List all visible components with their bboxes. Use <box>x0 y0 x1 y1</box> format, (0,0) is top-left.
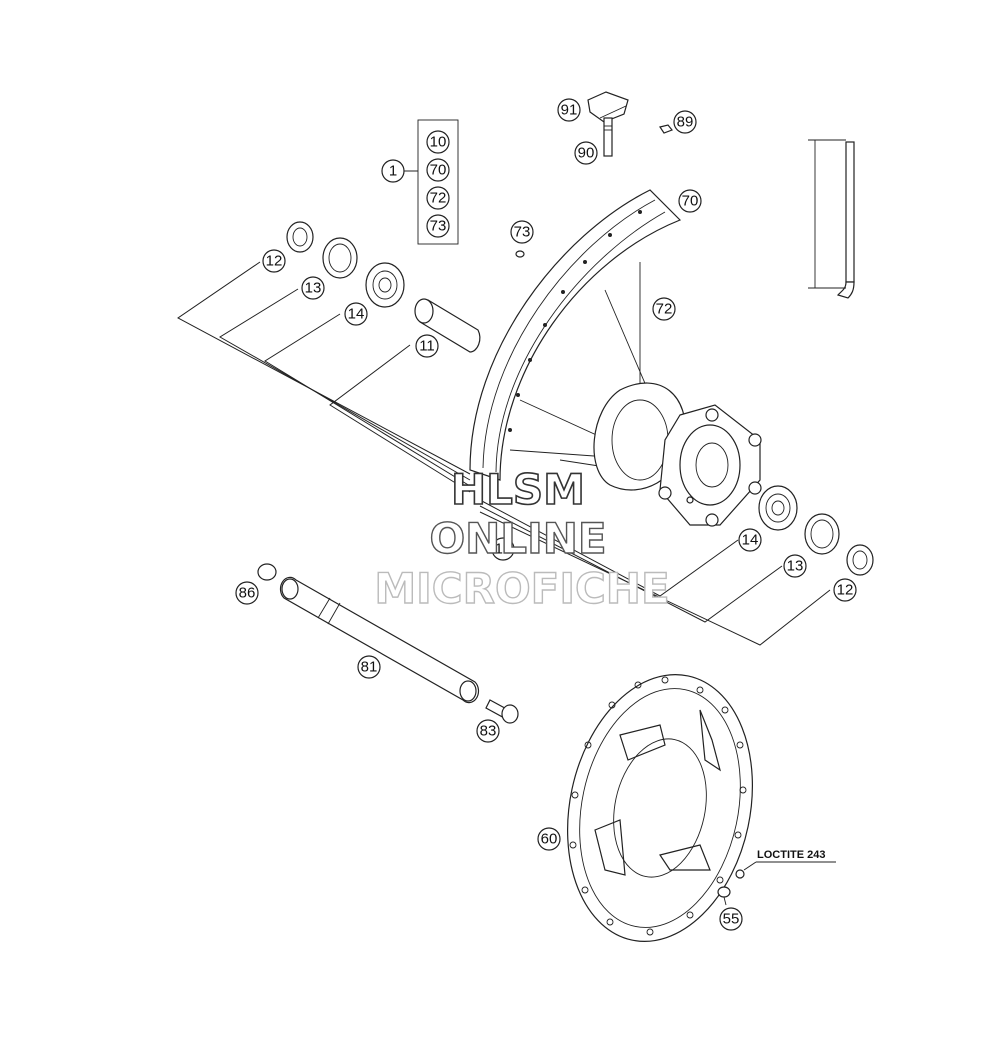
right-seal-ring <box>804 513 840 555</box>
loctite-note: LOCTITE 243 <box>757 849 825 861</box>
valve-cap <box>587 91 629 123</box>
callout-70: 70 <box>678 189 702 213</box>
watermark-line1: HLSM <box>451 465 585 514</box>
callout-13-left: 13 <box>301 276 325 300</box>
callout-81: 81 <box>357 655 381 679</box>
callout-91: 91 <box>557 98 581 122</box>
svg-text:73: 73 <box>514 224 531 241</box>
callout-kit-10: 10 <box>426 130 450 154</box>
wheel-axle <box>279 576 480 704</box>
nipple <box>515 250 525 258</box>
watermark-line2: ONLINE <box>429 514 606 563</box>
svg-text:89: 89 <box>677 114 694 131</box>
callout-kit-70: 70 <box>426 158 450 182</box>
leader-lines-left <box>177 261 471 493</box>
svg-text:12: 12 <box>837 582 854 599</box>
svg-text:90: 90 <box>578 145 595 162</box>
callout-kit-72: 72 <box>426 186 450 210</box>
svg-text:73: 73 <box>430 218 447 235</box>
callout-10: 10 <box>491 537 515 561</box>
svg-text:10: 10 <box>495 541 512 558</box>
callout-14-right: 14 <box>738 528 762 552</box>
callout-86: 86 <box>235 581 259 605</box>
left-wheel-spacer <box>286 221 314 253</box>
svg-text:14: 14 <box>742 532 759 549</box>
callout-55: 55 <box>719 907 743 931</box>
svg-text:14: 14 <box>348 306 365 323</box>
svg-text:72: 72 <box>656 301 673 318</box>
valve-stem <box>603 117 613 157</box>
wheel-rim <box>469 189 682 481</box>
callout-kit: 1 <box>381 159 405 183</box>
svg-text:13: 13 <box>305 280 322 297</box>
axle-cap <box>257 563 277 581</box>
callout-90: 90 <box>574 141 598 165</box>
callout-12-left: 12 <box>262 249 286 273</box>
rim-spoke-holes <box>508 210 642 432</box>
disc-screw <box>717 861 836 906</box>
left-bearing <box>365 262 405 308</box>
callout-60: 60 <box>537 827 561 851</box>
svg-text:1: 1 <box>389 163 397 180</box>
callout-12-right: 12 <box>833 578 857 602</box>
svg-text:55: 55 <box>723 911 740 928</box>
svg-text:70: 70 <box>682 193 699 210</box>
svg-text:83: 83 <box>480 723 497 740</box>
callout-14-left: 14 <box>344 302 368 326</box>
callouts: 1 10 70 72 73 91 89 90 70 73 72 12 13 14… <box>235 98 857 931</box>
wheel-hub <box>593 382 762 527</box>
callout-89: 89 <box>673 110 697 134</box>
right-bearing <box>758 485 798 531</box>
callout-11: 11 <box>415 334 439 358</box>
callout-73: 73 <box>510 220 534 244</box>
left-seal-ring <box>322 237 358 279</box>
svg-text:10: 10 <box>430 134 447 151</box>
svg-text:70: 70 <box>430 162 447 179</box>
axle-bolt <box>485 699 519 724</box>
leader-lines-right <box>479 499 831 646</box>
svg-text:12: 12 <box>266 253 283 270</box>
callout-72: 72 <box>652 297 676 321</box>
svg-text:86: 86 <box>239 585 256 602</box>
disc-holes <box>569 676 747 936</box>
right-wheel-spacer <box>846 544 874 576</box>
kit-group <box>404 119 459 245</box>
callout-83: 83 <box>476 719 500 743</box>
watermark: HLSM ONLINE MICROFICHE <box>374 464 671 614</box>
svg-text:81: 81 <box>361 659 378 676</box>
svg-text:11: 11 <box>419 338 435 355</box>
valve-nut <box>659 124 673 134</box>
svg-text:13: 13 <box>787 558 804 575</box>
distance-tube <box>414 298 481 353</box>
callout-13-right: 13 <box>783 554 807 578</box>
watermark-line3: MICROFICHE <box>374 564 669 613</box>
svg-text:72: 72 <box>430 190 447 207</box>
brake-disc <box>567 674 753 942</box>
spoke-detail <box>808 139 855 299</box>
callout-kit-73: 73 <box>426 214 450 238</box>
svg-text:60: 60 <box>541 831 558 848</box>
svg-text:91: 91 <box>561 102 578 119</box>
